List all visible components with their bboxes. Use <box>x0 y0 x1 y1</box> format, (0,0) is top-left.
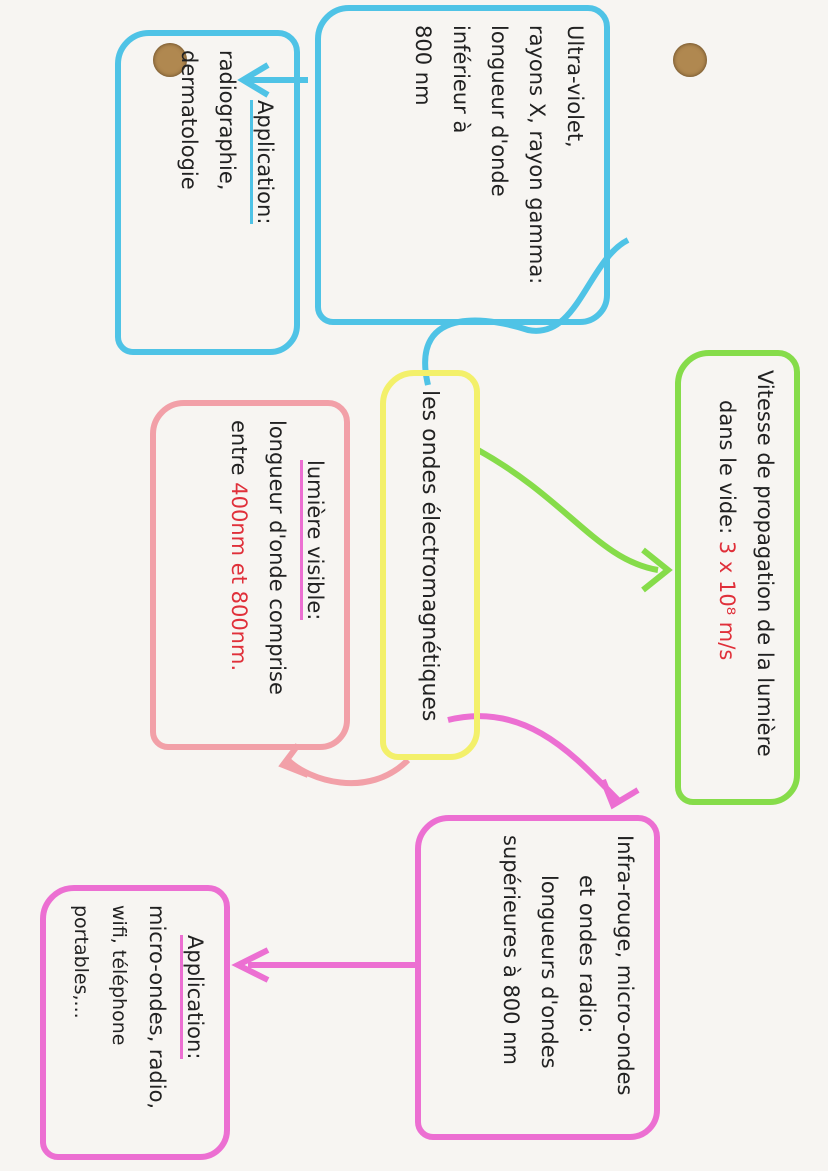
uv-line: 800 nm <box>411 25 435 106</box>
visible-label: entre <box>227 420 251 476</box>
speed-line: Vitesse de propagation de la lumière <box>753 370 777 757</box>
ir-application-title: Application: <box>180 935 207 1060</box>
connector-visible <box>278 743 411 786</box>
uv-line: longueur d'onde <box>487 25 511 197</box>
ir-application-line: wifi, téléphone portables,... <box>70 905 130 1046</box>
ir-box: Infra-rouge, micro-ondes et ondes radio:… <box>415 815 660 1140</box>
ir-line: et ondes radio: <box>575 875 599 1034</box>
connector-uv-app <box>237 62 308 98</box>
ir-line: supérieures à 800 nm <box>499 835 523 1065</box>
visible-line: longueur d'onde comprise <box>265 420 289 695</box>
connector-speed <box>476 447 673 593</box>
connector-ir <box>447 713 640 810</box>
connector-uv <box>422 237 630 386</box>
ir-line: longueurs d'ondes <box>537 875 561 1069</box>
visible-title: lumière visible: <box>300 460 327 621</box>
uv-application-box: Application: radiographie, dermatologie <box>115 30 300 355</box>
uv-line: rayons X, rayon gamma: <box>525 25 549 285</box>
uv-line: Ultra-violet, <box>563 25 587 148</box>
uv-box: Ultra-violet, rayons X, rayon gamma: lon… <box>315 5 610 325</box>
connector-ir-app <box>231 947 415 983</box>
center-box: les ondes électromagnétiques <box>380 370 480 760</box>
ir-application-line: micro-ondes, radio, <box>145 905 169 1110</box>
speed-box: Vitesse de propagation de la lumière dan… <box>675 350 800 805</box>
visible-range: 400nm et 800nm. <box>227 482 251 672</box>
ir-application-box: Application: micro-ondes, radio, wifi, t… <box>40 885 230 1160</box>
punch-hole <box>673 43 707 77</box>
uv-line: inférieur à <box>449 25 473 134</box>
ir-line: Infra-rouge, micro-ondes <box>613 835 637 1096</box>
uv-application-title: Application: <box>250 100 277 225</box>
visible-box: lumière visible: longueur d'onde compris… <box>150 400 350 750</box>
center-title: les ondes électromagnétiques <box>417 390 442 722</box>
speed-label: dans le vide: <box>715 400 739 535</box>
speed-value: 3 x 10⁸ m/s <box>715 540 739 661</box>
uv-application-text: radiographie, dermatologie <box>177 50 239 191</box>
